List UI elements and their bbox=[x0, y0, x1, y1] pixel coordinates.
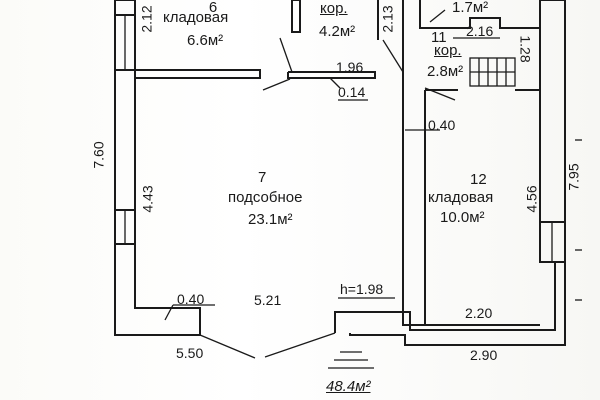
dim-0-14: 0.14 bbox=[338, 84, 366, 100]
room-7-name: подсобное bbox=[228, 189, 303, 206]
closet-partition bbox=[291, 0, 301, 33]
dim-4-43: 4.43 bbox=[139, 185, 156, 213]
dim-2-20: 2.20 bbox=[465, 305, 493, 321]
room-6-area: 6.6м² bbox=[187, 32, 224, 49]
door-swing-left bbox=[199, 334, 256, 359]
dim-1-96: 1.96 bbox=[336, 59, 364, 75]
corridor-top-name: кор. bbox=[320, 0, 348, 17]
left-wall-top bbox=[114, 0, 136, 16]
door-swing-right bbox=[264, 332, 336, 358]
room-6-number: 6 bbox=[208, 0, 218, 16]
room-11-area: 2.8м² bbox=[427, 63, 464, 80]
small-room-wall bbox=[419, 0, 540, 29]
room-12-number: 12 bbox=[470, 171, 487, 188]
dim-0-40-left: 0.40 bbox=[177, 291, 205, 307]
room-6-name: кладовая bbox=[163, 9, 229, 26]
room-7-number: 7 bbox=[258, 169, 267, 186]
room-12-name: кладовая bbox=[428, 189, 494, 206]
dim-2-13: 2.13 bbox=[379, 5, 396, 33]
upper-wall-left bbox=[134, 69, 261, 79]
dim-4-56: 4.56 bbox=[523, 185, 540, 213]
bottom-right-wall bbox=[334, 0, 566, 346]
dim-5-21: 5.21 bbox=[254, 292, 282, 308]
partition-wall bbox=[402, 72, 426, 326]
left-wall-bottom bbox=[114, 244, 201, 336]
dim-1-28: 1.28 bbox=[517, 35, 534, 63]
left-wall-middle bbox=[114, 69, 136, 211]
upper-wall-right bbox=[287, 71, 376, 79]
dim-0-40-right: 0.40 bbox=[428, 117, 456, 133]
dim-5-50: 5.50 bbox=[176, 345, 204, 361]
room-7-area: 23.1м² bbox=[248, 211, 293, 228]
stairs bbox=[469, 57, 516, 87]
total-area: 48.4м² bbox=[326, 378, 371, 395]
dim-7-60: 7.60 bbox=[90, 141, 107, 169]
dim-2-16: 2.16 bbox=[466, 23, 494, 39]
dim-7-95: 7.95 bbox=[565, 163, 582, 191]
small-room-area: 1.7м² bbox=[452, 0, 489, 16]
room-11-number: 11 bbox=[431, 29, 447, 46]
dim-2-90: 2.90 bbox=[470, 347, 498, 363]
dim-2-12: 2.12 bbox=[138, 5, 155, 33]
room-11-name: кор. bbox=[434, 42, 462, 59]
dim-height: h=1.98 bbox=[340, 281, 384, 297]
corridor-top-area: 4.2м² bbox=[319, 23, 356, 40]
room-12-area: 10.0м² bbox=[440, 209, 485, 226]
